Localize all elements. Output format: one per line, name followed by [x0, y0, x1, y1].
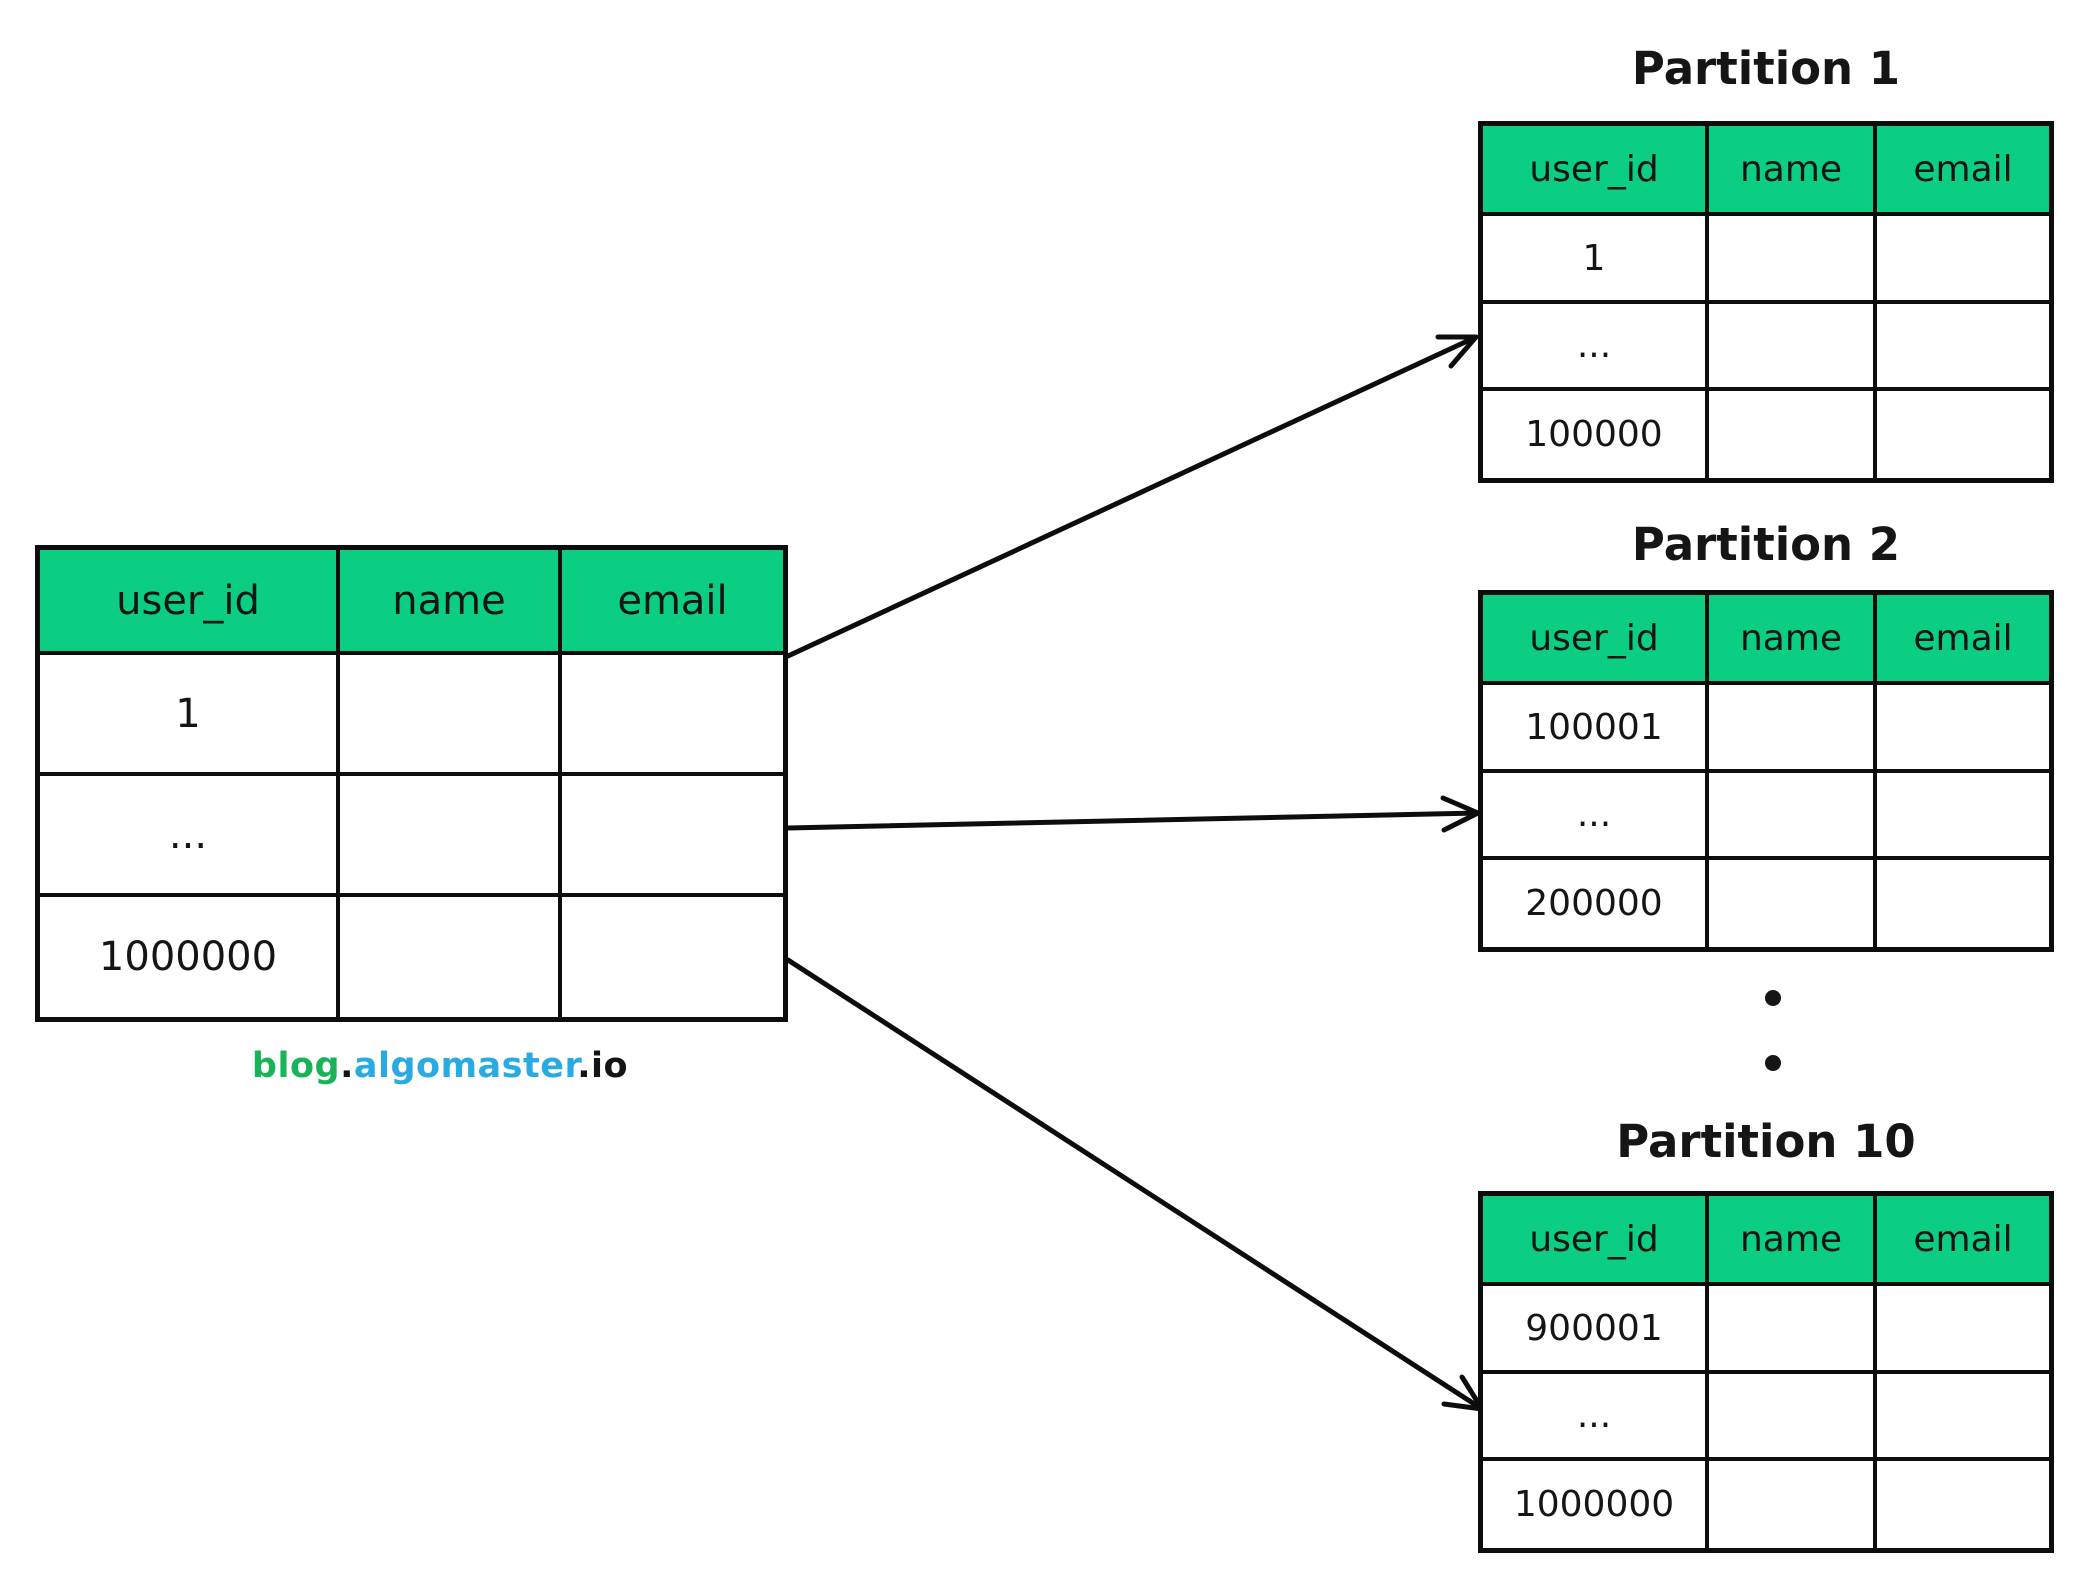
header-cell-name: name	[1709, 1196, 1877, 1286]
table-cell	[1877, 391, 2049, 478]
header-cell-email: email	[562, 550, 783, 655]
header-cell-email: email	[1877, 126, 2049, 216]
table-cell: 1000000	[1483, 1461, 1709, 1548]
header-cell-email: email	[1877, 1196, 2049, 1286]
table-cell: 900001	[1483, 1286, 1709, 1374]
table-cell	[562, 655, 783, 776]
partition-10-title: Partition 10	[1616, 1115, 1916, 1168]
table-cell: 1	[1483, 216, 1709, 304]
table-cell	[562, 897, 783, 1017]
table-cell: ...	[1483, 773, 1709, 860]
table-cell	[1709, 216, 1877, 304]
table-cell	[1709, 860, 1877, 947]
partition-2-table: user_id name email 100001 ... 200000	[1478, 590, 2054, 952]
watermark-segment: io	[591, 1046, 629, 1086]
table-cell	[340, 655, 562, 776]
arrow-main-to-partition-1	[785, 334, 1479, 659]
header-cell-user-id: user_id	[40, 550, 340, 655]
header-cell-name: name	[1709, 595, 1877, 685]
table-cell: ...	[40, 776, 340, 897]
table-cell	[1877, 773, 2049, 860]
main-users-table: user_id name email 1 ... 1000000	[35, 545, 788, 1022]
table-cell: 100001	[1483, 685, 1709, 773]
table-cell	[562, 776, 783, 897]
table-cell	[1709, 304, 1877, 391]
header-cell-user-id: user_id	[1483, 595, 1709, 685]
header-cell-name: name	[340, 550, 562, 655]
arrow-main-to-partition-10	[785, 957, 1485, 1412]
table-cell	[1877, 304, 2049, 391]
header-cell-user-id: user_id	[1483, 126, 1709, 216]
table-cell	[1709, 391, 1877, 478]
watermark-segment: algomaster	[353, 1046, 578, 1086]
watermark-segment: blog	[251, 1046, 341, 1086]
header-cell-email: email	[1877, 595, 2049, 685]
table-cell	[1709, 1286, 1877, 1374]
partition-1-title: Partition 1	[1631, 42, 1901, 95]
table-cell	[1877, 1461, 2049, 1548]
table-cell	[340, 897, 562, 1017]
partition-10-table: user_id name email 900001 ... 1000000	[1478, 1191, 2054, 1553]
watermark-segment: .	[577, 1046, 592, 1086]
table-cell	[1709, 773, 1877, 860]
table-cell	[1877, 685, 2049, 773]
table-cell: 1000000	[40, 897, 340, 1017]
table-cell: 200000	[1483, 860, 1709, 947]
table-cell	[1877, 216, 2049, 304]
partition-1-table: user_id name email 1 ... 100000	[1478, 121, 2054, 483]
table-cell: 100000	[1483, 391, 1709, 478]
header-cell-user-id: user_id	[1483, 1196, 1709, 1286]
table-cell: ...	[1483, 304, 1709, 391]
watermark-segment: .	[340, 1046, 354, 1086]
table-cell: 1	[40, 655, 340, 776]
table-cell	[1877, 1374, 2049, 1461]
arrow-main-to-partition-2	[785, 795, 1481, 833]
vertical-ellipsis-dot-icon	[1765, 1055, 1781, 1071]
table-cell	[1709, 1461, 1877, 1548]
table-cell	[340, 776, 562, 897]
watermark-blog-algomaster-io: blog.algomaster.io	[238, 1046, 642, 1086]
partition-2-title: Partition 2	[1631, 518, 1901, 571]
table-cell	[1877, 860, 2049, 947]
table-cell: ...	[1483, 1374, 1709, 1461]
table-cell	[1709, 685, 1877, 773]
table-cell	[1877, 1286, 2049, 1374]
table-cell	[1709, 1374, 1877, 1461]
header-cell-name: name	[1709, 126, 1877, 216]
vertical-ellipsis-dot-icon	[1765, 990, 1781, 1006]
